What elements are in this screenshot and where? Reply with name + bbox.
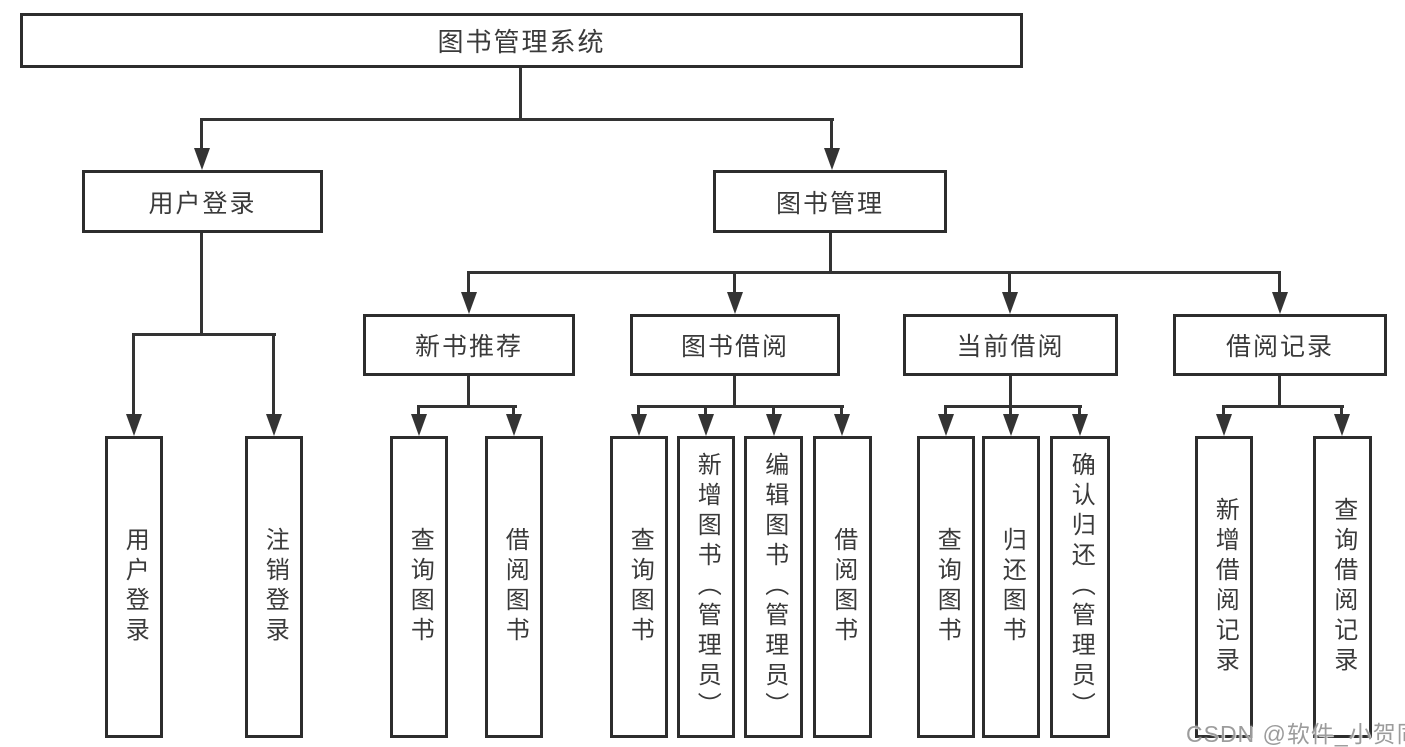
connector [1008, 271, 1011, 295]
leaf-logout-label: 注销登录 [261, 527, 289, 647]
connector [417, 405, 420, 417]
arrowhead [938, 414, 954, 436]
connector [1278, 271, 1281, 295]
node-book-management: 图书管理 [713, 170, 947, 233]
leaf-user-login-label: 用户登录 [121, 527, 149, 647]
leaf-logout: 注销登录 [245, 436, 303, 738]
connector [200, 118, 203, 152]
arrowhead [1002, 292, 1018, 314]
leaf-label: 查询图书 [933, 527, 961, 647]
leaf-user-login: 用户登录 [105, 436, 163, 738]
connector [132, 333, 135, 417]
leaf-label: 借阅图书 [501, 527, 529, 647]
node-borrow-records-label: 借阅记录 [1225, 333, 1334, 361]
connector [467, 374, 470, 407]
leaf-label: 查询借阅记录 [1329, 497, 1357, 677]
arrowhead [698, 414, 714, 436]
csdn-watermark: CSDN @软件_小贺同学 [1186, 721, 1405, 747]
arrowhead [727, 292, 743, 314]
leaf-label: 查询图书 [626, 527, 654, 647]
connector [467, 271, 1281, 274]
leaf-query-borrow-record: 查询借阅记录 [1313, 436, 1372, 738]
arrowhead [266, 414, 282, 436]
connector [733, 271, 736, 295]
arrowhead [631, 414, 647, 436]
connector [944, 405, 1082, 408]
connector [830, 118, 833, 152]
node-current-borrow: 当前借阅 [903, 314, 1118, 376]
arrowhead [834, 414, 850, 436]
node-book-borrow-label: 图书借阅 [680, 333, 789, 361]
arrowhead [1072, 414, 1088, 436]
connector [272, 333, 275, 417]
connector [512, 405, 515, 417]
connector [519, 66, 522, 120]
leaf-label: 归还图书 [998, 527, 1026, 647]
leaf-label: 查询图书 [406, 527, 434, 647]
node-new-book-recommend: 新书推荐 [363, 314, 575, 376]
connector [417, 405, 517, 408]
connector [1009, 405, 1012, 417]
connector [637, 405, 844, 408]
connector [944, 405, 947, 417]
leaf-add-borrow-record: 新增借阅记录 [1195, 436, 1253, 738]
leaf-borrow-books: 借阅图书 [813, 436, 872, 738]
arrowhead [1272, 292, 1288, 314]
connector [1222, 405, 1225, 417]
connector [840, 405, 843, 417]
node-borrow-records: 借阅记录 [1173, 314, 1387, 376]
leaf-label: 编辑图书（管理员） [760, 452, 788, 722]
arrowhead [411, 414, 427, 436]
connector [1278, 374, 1281, 407]
leaf-label: 新增借阅记录 [1211, 497, 1239, 677]
arrowhead [1334, 414, 1350, 436]
arrowhead [194, 148, 210, 170]
leaf-query-books-current: 查询图书 [917, 436, 975, 738]
node-book-management-label: 图书管理 [775, 189, 884, 218]
connector [637, 405, 640, 417]
connector [132, 333, 276, 336]
arrowhead [1216, 414, 1232, 436]
arrowhead [126, 414, 142, 436]
arrowhead [1003, 414, 1019, 436]
connector [200, 118, 834, 121]
node-current-borrow-label: 当前借阅 [956, 333, 1065, 361]
leaf-label: 借阅图书 [829, 527, 857, 647]
node-root-label: 图书管理系统 [437, 27, 606, 57]
connector [829, 231, 832, 274]
arrowhead [461, 292, 477, 314]
leaf-add-book-admin: 新增图书（管理员） [677, 436, 735, 738]
connector [704, 405, 707, 417]
connector [467, 271, 470, 295]
node-user-login-label: 用户登录 [148, 189, 257, 218]
connector [1340, 405, 1343, 417]
arrowhead [824, 148, 840, 170]
connector [1009, 374, 1012, 407]
arrowhead [506, 414, 522, 436]
connector [200, 231, 203, 335]
leaf-borrow-books-recommend: 借阅图书 [485, 436, 543, 738]
leaf-query-books-recommend: 查询图书 [390, 436, 448, 738]
leaf-query-books-borrow: 查询图书 [610, 436, 668, 738]
connector [772, 405, 775, 417]
connector [1078, 405, 1081, 417]
arrowhead [766, 414, 782, 436]
leaf-label: 新增图书（管理员） [693, 452, 721, 722]
leaf-label: 确认归还（管理员） [1067, 452, 1095, 722]
node-user-login: 用户登录 [82, 170, 323, 233]
connector [733, 374, 736, 407]
leaf-edit-book-admin: 编辑图书（管理员） [744, 436, 803, 738]
node-new-book-recommend-label: 新书推荐 [414, 333, 523, 361]
node-book-borrow: 图书借阅 [630, 314, 840, 376]
leaf-confirm-return-admin: 确认归还（管理员） [1050, 436, 1110, 738]
leaf-return-book: 归还图书 [982, 436, 1040, 738]
connector [1222, 405, 1344, 408]
node-root: 图书管理系统 [20, 13, 1023, 68]
